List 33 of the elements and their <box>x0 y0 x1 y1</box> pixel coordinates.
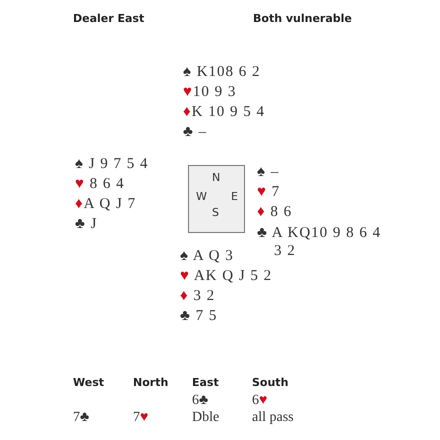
auction-heading: West <box>73 376 104 389</box>
compass-box <box>188 165 245 233</box>
auction-heading: East <box>192 376 219 389</box>
auction-heading: South <box>252 376 288 389</box>
bid: all pass <box>252 410 294 426</box>
auction-heading: North <box>133 376 168 389</box>
hand-line: ♣ – <box>183 124 208 141</box>
hand-line: ♣ J <box>75 216 98 233</box>
bid: 7♣ <box>73 410 90 426</box>
hand-line: ♥ AK Q J 5 2 <box>180 268 272 285</box>
hand-line: ♣ A KQ10 9 8 6 4 3 2 <box>257 224 382 260</box>
bid: 6♥ <box>252 393 268 409</box>
hand-line: ♦K 10 9 5 4 <box>183 104 265 121</box>
deal-heading: Dealer East <box>73 12 144 25</box>
bid: Dble <box>192 410 220 426</box>
bid: 6♣ <box>192 393 208 409</box>
compass-letter: S <box>212 206 219 219</box>
compass-letter: N <box>212 171 220 184</box>
hand-line: ♥ 7 <box>257 184 280 201</box>
hand-line: ♥ 8 6 4 <box>75 176 125 193</box>
hand-line: ♦ 3 2 <box>180 288 216 305</box>
deal-heading: Both vulnerable <box>253 12 352 25</box>
hand-line: ♠ K108 6 2 <box>183 64 261 81</box>
hand-line: ♠ J 9 7 5 4 <box>75 156 149 173</box>
bid: 7♥ <box>133 410 148 426</box>
hand-line: ♥10 9 3 <box>183 84 236 101</box>
hand-line: ♣ 7 5 <box>180 308 218 325</box>
hand-line: ♠ A Q 3 <box>180 248 234 265</box>
compass-letter: W <box>196 190 207 203</box>
hand-line: ♦ 8 6 <box>257 204 292 221</box>
hand-line: ♦A Q J 7 <box>75 196 136 213</box>
compass-letter: E <box>231 190 238 203</box>
hand-line: ♠ – <box>257 164 280 181</box>
